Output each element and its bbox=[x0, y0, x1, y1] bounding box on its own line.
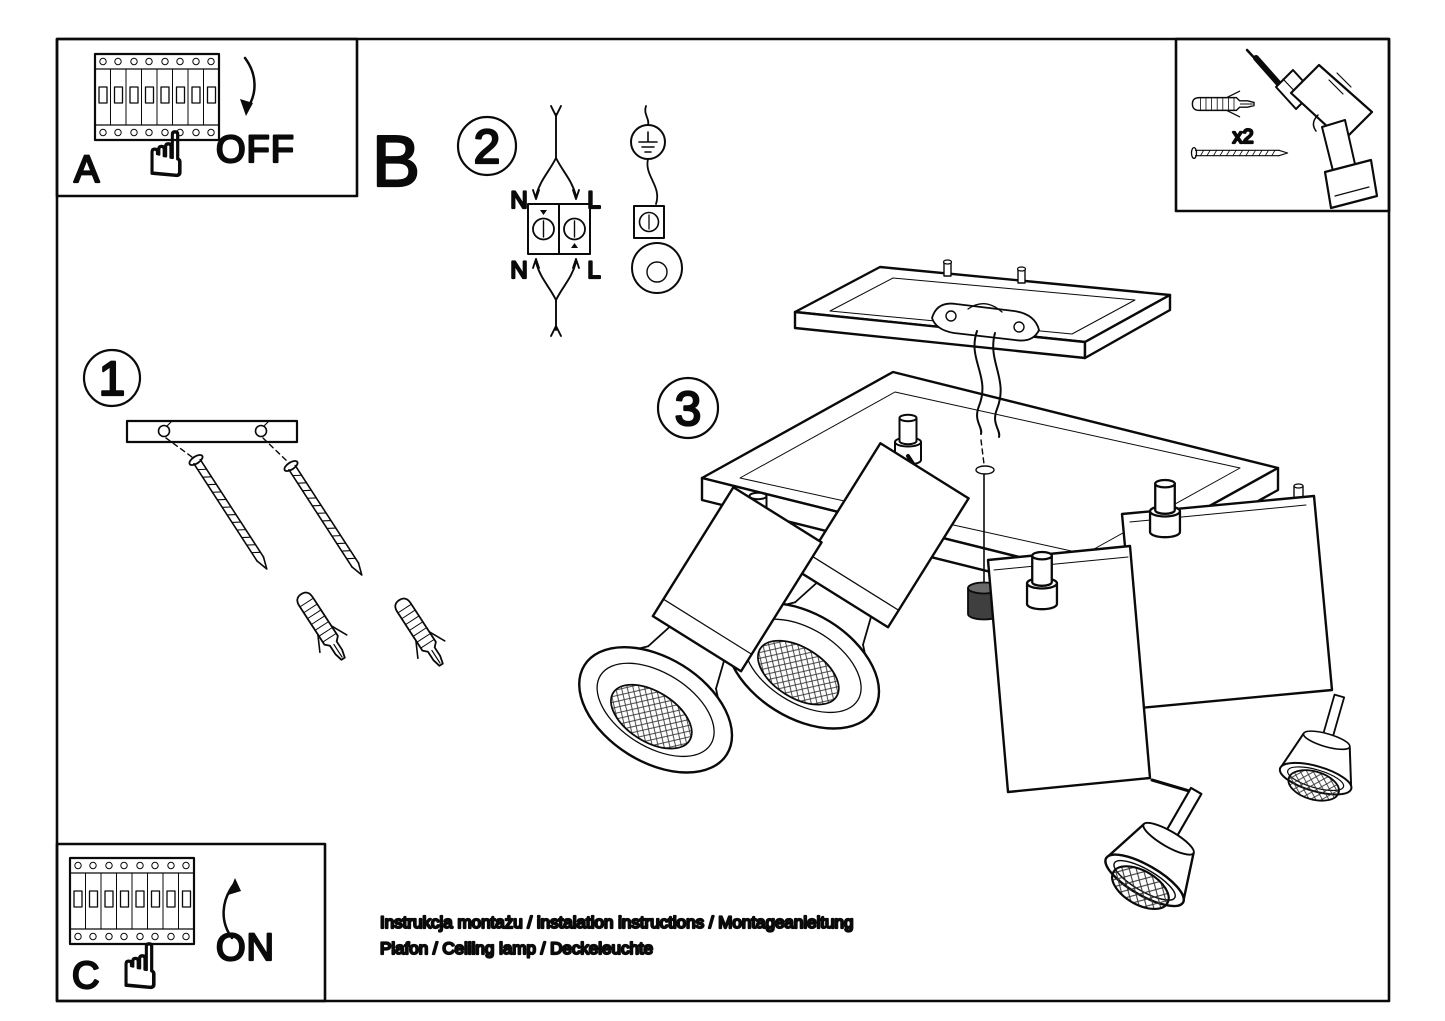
page-border bbox=[55, 37, 1391, 1003]
wire-label-n-bottom: N bbox=[510, 257, 527, 284]
step-3-circle bbox=[656, 376, 720, 440]
step-1-badge: 1 bbox=[82, 348, 142, 408]
screw-icon bbox=[1190, 146, 1289, 160]
wall-plug-icon bbox=[286, 584, 358, 669]
spotlight-right-front-shade bbox=[1092, 767, 1236, 926]
wire-fork-bottom-icon bbox=[532, 258, 580, 337]
panel-c-label: C bbox=[72, 955, 99, 997]
wire-label-n-top: N bbox=[510, 187, 527, 214]
panel-a-border bbox=[55, 37, 359, 198]
ceiling-canopy bbox=[793, 259, 1172, 360]
pointing-hand-icon: ☝ bbox=[147, 118, 185, 191]
terminal-block-icon bbox=[527, 203, 591, 255]
mounting-stud-icon bbox=[942, 259, 1027, 284]
wire-fork-top-icon bbox=[532, 105, 580, 200]
step-2-badge: 2 bbox=[456, 115, 518, 177]
pointing-hand-icon: ☝ bbox=[121, 930, 159, 1003]
earth-symbol-icon bbox=[630, 105, 666, 160]
panel-c-border bbox=[55, 842, 327, 1003]
wall-plug-icon bbox=[1191, 90, 1255, 118]
mounting-bar bbox=[125, 419, 299, 444]
spotlight-right-front-body bbox=[986, 544, 1152, 794]
wire-label-l-bottom: L bbox=[587, 257, 600, 284]
alignment-guides bbox=[165, 437, 290, 464]
footer: Instrukcja montażu / instalation instruc… bbox=[379, 912, 855, 959]
screw-icon bbox=[281, 457, 370, 581]
cable-hole bbox=[975, 465, 995, 475]
step-3-badge: 3 bbox=[656, 376, 720, 440]
step-3-number: 3 bbox=[675, 383, 702, 436]
panel-a-box: ☝ A OFF bbox=[55, 37, 359, 198]
step-2-circle bbox=[456, 115, 518, 177]
pivot-joint-icon bbox=[1148, 478, 1182, 539]
arrow-down-icon bbox=[240, 56, 256, 116]
step-1-circle bbox=[82, 348, 142, 408]
mounting-hole bbox=[254, 424, 268, 438]
panel-a-state: OFF bbox=[216, 129, 295, 171]
wire-label-l-top: L bbox=[587, 187, 600, 214]
wall-plug-icon bbox=[384, 590, 456, 675]
cord-grip-icon bbox=[631, 158, 683, 294]
panel-c-state: ON bbox=[216, 927, 275, 969]
pivot-joint-icon bbox=[1025, 550, 1059, 611]
drill-icon bbox=[1245, 48, 1379, 210]
footer-line2: Plafon / Ceiling lamp / Deckeleuchte bbox=[380, 939, 653, 958]
hardware-box: x2 bbox=[1174, 37, 1391, 213]
hardware-box-border bbox=[1174, 37, 1391, 213]
mounting-hole bbox=[157, 424, 171, 438]
step-2-number: 2 bbox=[474, 121, 501, 174]
arrow-up-icon bbox=[222, 878, 241, 940]
step-1-number: 1 bbox=[99, 353, 126, 406]
mounting-bracket-icon bbox=[931, 302, 1040, 342]
spotlight-right-back-shade bbox=[1273, 684, 1376, 811]
panel-c-box: ☝ C ON bbox=[55, 842, 327, 1004]
power-wires bbox=[973, 330, 1002, 465]
lamp-assembly bbox=[555, 259, 1376, 926]
panel-a-label: A bbox=[74, 149, 100, 191]
wiring-diagram: N L N L bbox=[509, 105, 683, 337]
footer-line1: Instrukcja montażu / instalation instruc… bbox=[380, 913, 853, 932]
anchor-count: x2 bbox=[1232, 126, 1253, 148]
section-b-label: B bbox=[372, 122, 420, 202]
mounting-step bbox=[125, 419, 456, 675]
screw-icon bbox=[186, 451, 275, 575]
